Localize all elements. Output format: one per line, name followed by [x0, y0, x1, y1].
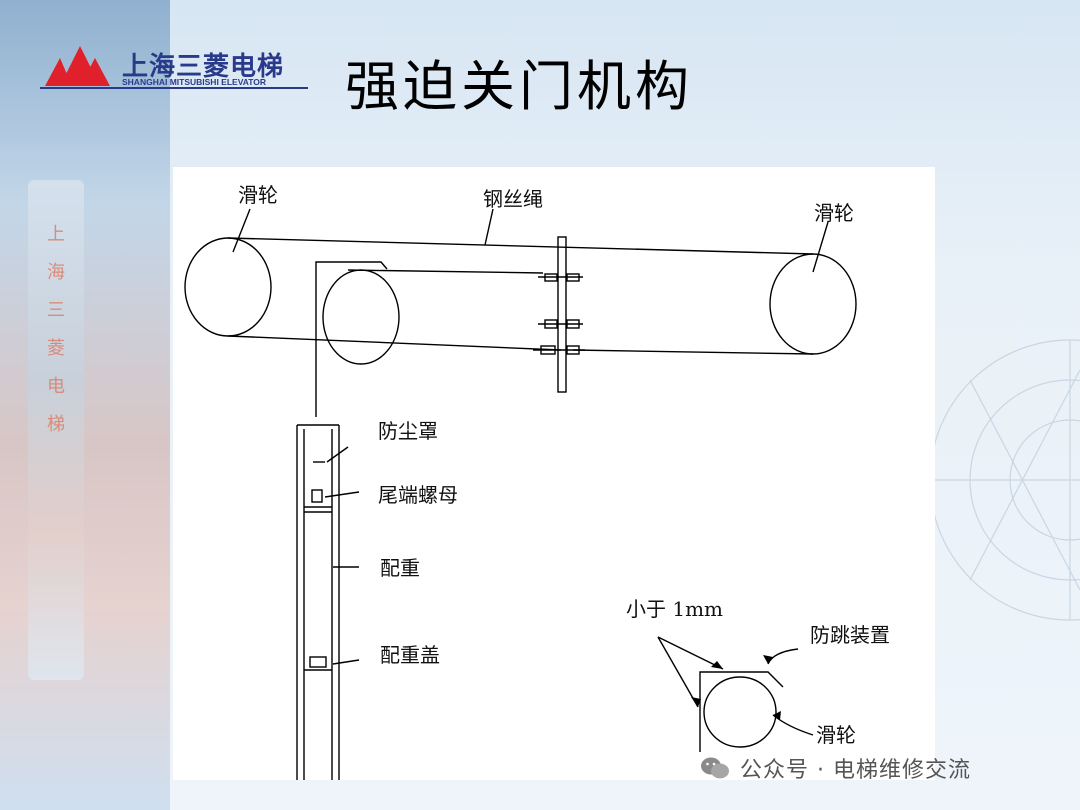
- vertical-brand-text: 上 海 三 菱 电 梯: [42, 216, 70, 444]
- bolt-2: [538, 319, 583, 329]
- left-pulley: [184, 237, 272, 337]
- label-anti-jump-device: 防跳装置: [810, 623, 890, 647]
- left-decor-panel: [28, 180, 84, 680]
- vertical-char: 海: [47, 262, 65, 283]
- compass-decoration: [929, 339, 1080, 621]
- label-counterweight: 配重: [380, 556, 420, 580]
- watermark-text: 公众号 · 电梯维修交流: [740, 758, 971, 783]
- logo-text-cn: 上海三菱电梯: [122, 52, 285, 82]
- vertical-char: 三: [47, 300, 65, 321]
- vertical-char: 菱: [47, 338, 65, 359]
- clamp-plate: [557, 236, 567, 393]
- label-pulley-right: 滑轮: [814, 201, 854, 225]
- label-wire-rope: 钢丝绳: [483, 187, 543, 211]
- label-dust-cover: 防尘罩: [378, 419, 438, 443]
- diagram-panel: 滑轮 钢丝绳 滑轮 防尘罩 尾端螺母 配重 配重盖 小于 1mm 防跳装置 滑轮: [173, 167, 935, 780]
- counterweight-cover: [309, 656, 327, 668]
- detail-pulley: [703, 676, 777, 748]
- middle-pulley: [322, 269, 400, 365]
- vertical-char: 上: [47, 224, 65, 245]
- page-title: 强迫关门机构: [345, 55, 693, 118]
- wire-rope-bottom: [227, 335, 562, 351]
- label-less-than-1mm: 小于 1mm: [626, 597, 724, 621]
- right-pulley: [769, 253, 857, 355]
- logo-text-en: SHANGHAI MITSUBISHI ELEVATOR: [122, 77, 267, 87]
- left-decor-band: [0, 0, 170, 810]
- label-pulley-left: 滑轮: [238, 183, 278, 207]
- bolt-1: [538, 273, 583, 282]
- vertical-char: 电: [47, 376, 65, 397]
- label-counterweight-cover: 配重盖: [380, 643, 440, 667]
- mitsubishi-logo-icon: [40, 46, 308, 89]
- wire-rope-return: [572, 349, 814, 355]
- label-end-nut: 尾端螺母: [378, 483, 458, 507]
- hook-bracket: [315, 261, 388, 270]
- wechat-icon: [701, 757, 729, 779]
- bolt-3: [533, 345, 585, 355]
- mechanism-diagram: [184, 208, 857, 780]
- wire-rope-top: [227, 237, 814, 255]
- watermark: 公众号 · 电梯维修交流: [700, 752, 971, 784]
- vertical-char: 梯: [47, 414, 65, 435]
- anti-jump-bracket: [699, 671, 784, 752]
- end-nut: [311, 489, 323, 503]
- label-pulley-detail: 滑轮: [816, 723, 856, 747]
